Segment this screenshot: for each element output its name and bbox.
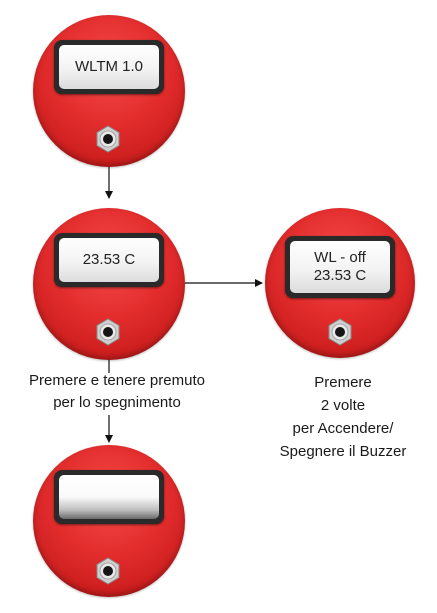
lcd-frame: 23.53 C xyxy=(54,233,164,287)
push-button-icon[interactable] xyxy=(94,125,122,153)
push-button-icon[interactable] xyxy=(94,557,122,585)
lcd-frame: WLTM 1.0 xyxy=(54,40,164,94)
lcd-line: WL - off xyxy=(314,249,366,266)
push-button-icon[interactable] xyxy=(94,318,122,346)
label-line: 2 volte xyxy=(320,397,366,414)
label-line: Premere xyxy=(314,374,372,391)
lcd-display: WL - off 23.53 C xyxy=(290,241,390,293)
double-press-label: Premere 2 volte per Accendere/ Spegnere … xyxy=(258,371,428,463)
label-line: Premere e tenere premuto xyxy=(29,372,205,389)
long-press-label: Premere e tenere premuto per lo spegnime… xyxy=(2,370,232,414)
label-line: Spegnere il Buzzer xyxy=(279,443,407,460)
lcd-display-blank xyxy=(59,475,159,519)
lcd-line: WLTM 1.0 xyxy=(74,58,144,75)
device-temperature: 23.53 C xyxy=(33,208,185,360)
lcd-line: 23.53 C xyxy=(313,267,367,284)
lcd-line: 23.53 C xyxy=(82,251,136,268)
label-line: per lo spegnimento xyxy=(53,394,181,411)
lcd-frame xyxy=(54,470,164,524)
device-off xyxy=(33,445,185,597)
device-startup: WLTM 1.0 xyxy=(33,15,185,167)
device-wl-off: WL - off 23.53 C xyxy=(265,208,415,358)
lcd-frame: WL - off 23.53 C xyxy=(285,236,395,298)
label-line: per Accendere/ xyxy=(292,420,394,437)
push-button-icon[interactable] xyxy=(326,318,354,346)
lcd-display: WLTM 1.0 xyxy=(59,45,159,89)
lcd-display: 23.53 C xyxy=(59,238,159,282)
